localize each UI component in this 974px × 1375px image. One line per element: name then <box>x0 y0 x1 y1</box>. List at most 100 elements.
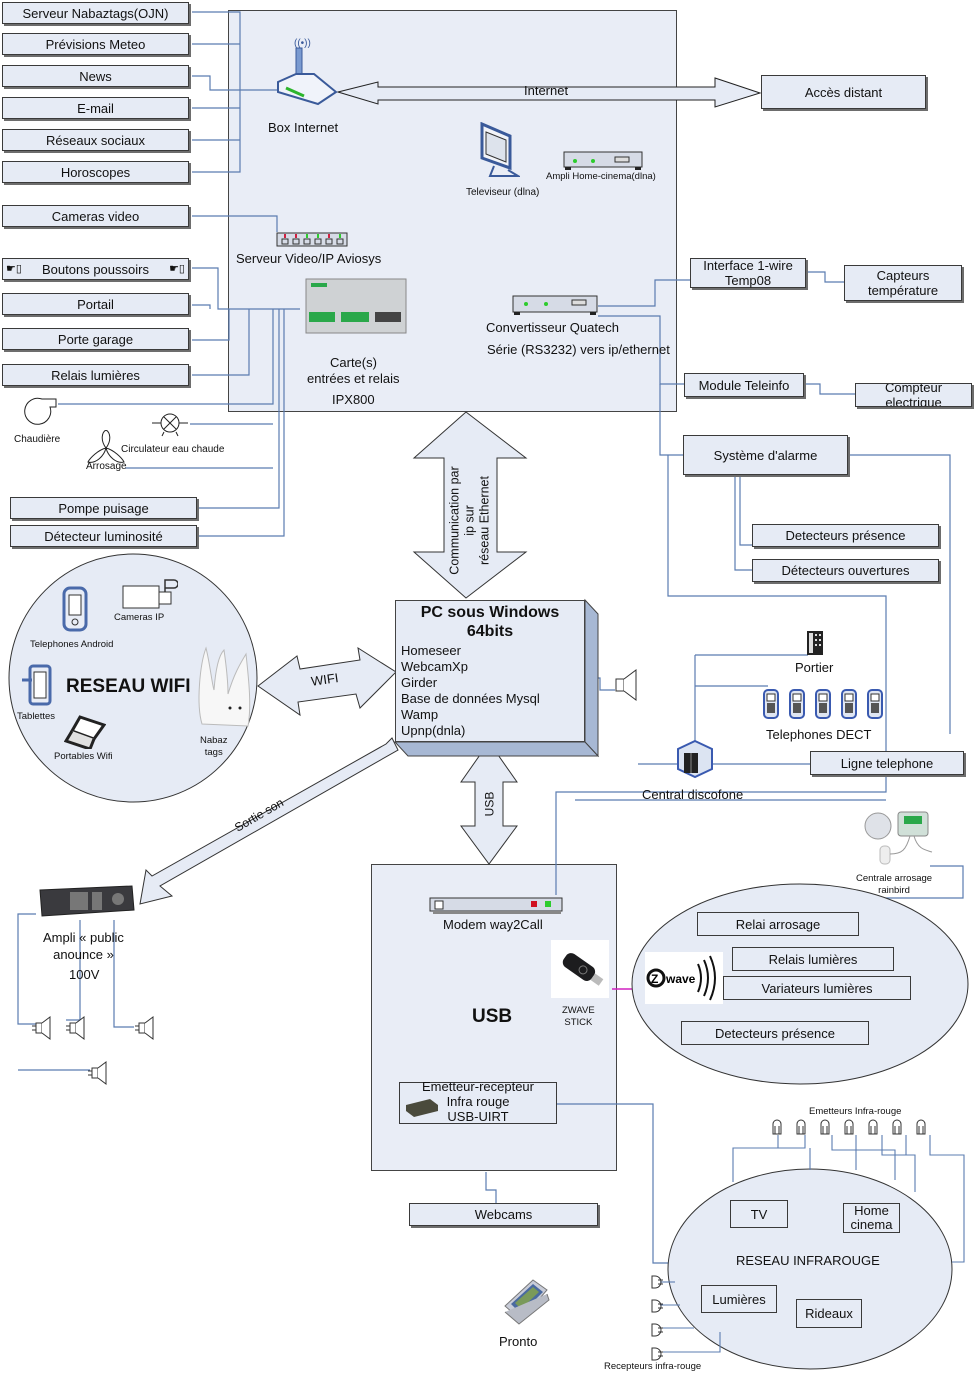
ip-camera-icon <box>122 579 178 609</box>
ir-led-icon <box>844 1119 854 1135</box>
speaker-icon <box>66 1016 85 1040</box>
rainbird-label: Centrale arrosage rainbird <box>856 873 932 897</box>
tv-icon <box>480 122 520 177</box>
zwave-item-relais-lumieres[interactable]: Relais lumières <box>732 947 894 971</box>
software-item: Girder <box>401 675 438 690</box>
ethernet-line1: Communication par ip sur <box>447 466 477 575</box>
software-item: Homeseer <box>401 643 461 658</box>
boiler-icon <box>24 397 57 425</box>
zwave-item-variateurs[interactable]: Variateurs lumières <box>723 976 911 1000</box>
ir-led-icon <box>796 1119 806 1135</box>
ampli-line2: anounce » <box>53 947 114 962</box>
speaker-icon <box>88 1061 107 1085</box>
pbx-cube-icon <box>677 739 713 779</box>
dect-phones <box>762 686 884 720</box>
input-box-pompe[interactable]: Pompe puisage <box>10 497 197 519</box>
input-box-portail[interactable]: Portail <box>2 293 189 315</box>
input-box-garage[interactable]: Porte garage <box>2 328 189 350</box>
svg-text:((•)): ((•)) <box>294 38 311 49</box>
internet-label: Internet <box>524 83 569 98</box>
zwave-item-detecteurs[interactable]: Detecteurs présence <box>681 1021 869 1045</box>
ir-receiver-icon <box>651 1299 663 1313</box>
capteurs-temperature-box[interactable]: Capteurs température <box>844 265 962 301</box>
compteur-electrique-box[interactable]: Compteur electrique <box>855 383 972 407</box>
carte-label-1: Carte(s) <box>330 355 377 370</box>
service-box-social[interactable]: Réseaux sociaux <box>2 129 189 151</box>
ir-device-lumieres[interactable]: Lumières <box>701 1285 777 1313</box>
service-box-email[interactable]: E-mail <box>2 97 189 119</box>
circulateur-label: Circulateur eau chaude <box>121 444 225 455</box>
uirt-line1: Emetteur-recepteur <box>422 1078 534 1094</box>
pc-windows-box[interactable]: PC sous Windows 64bits Homeseer WebcamXp… <box>395 600 585 742</box>
uirt-line3: USB-UIRT <box>447 1108 509 1124</box>
dect-phone-icon <box>815 689 831 719</box>
televiseur-label: Televiseur (dlna) <box>466 187 540 198</box>
ir-device-home-cinema[interactable]: Home cinema <box>843 1203 900 1233</box>
sprinkler-icon <box>87 430 125 463</box>
ethernet-arrow-label: Communication par ip sur réseau Ethernet <box>448 461 493 581</box>
interface-1wire-line1: Interface 1-wire <box>703 258 793 273</box>
dect-phone-icon <box>789 689 805 719</box>
software-item: Base de données Mysql <box>401 691 540 706</box>
emetteurs-ir-label: Emetteurs Infra-rouge <box>809 1106 902 1117</box>
alarme-box[interactable]: Système d'alarme <box>683 435 848 475</box>
central-discofone-label: Central discofone <box>642 787 744 802</box>
push-button-icon: ☛▯ <box>6 262 22 275</box>
dect-phone-icon <box>763 689 779 719</box>
service-box-news[interactable]: News <box>2 65 189 87</box>
router-icon: ((•)) <box>277 38 338 106</box>
nabaztag-icon <box>198 646 251 727</box>
svg-text:Z: Z <box>651 972 658 986</box>
carte-label-3: IPX800 <box>332 392 375 407</box>
box-internet-label: Box Internet <box>268 120 339 135</box>
cameras-ip-label: Cameras IP <box>114 612 165 623</box>
pronto-label: Pronto <box>499 1334 538 1349</box>
pc-software-list: Homeseer WebcamXp Girder Base de données… <box>396 643 584 739</box>
door-phone-icon <box>807 631 823 655</box>
input-box-cameras[interactable]: Cameras video <box>2 205 189 227</box>
interface-1wire-box[interactable]: Interface 1-wire Temp08 <box>690 258 806 288</box>
nabaz-line2: tags <box>204 747 223 758</box>
detecteurs-presence-alarm-box[interactable]: Detecteurs présence <box>752 524 939 547</box>
tablet-icon <box>22 664 52 706</box>
dect-phone-icon <box>841 689 857 719</box>
teleinfo-box[interactable]: Module Teleinfo <box>684 373 804 397</box>
pc-title: PC sous Windows 64bits <box>396 603 584 641</box>
ir-network-title: RESEAU INFRAROUGE <box>736 1253 880 1268</box>
ampli-voltage-label: 100V <box>69 967 100 982</box>
ir-led-icon <box>772 1119 782 1135</box>
pc-box-3d <box>393 598 600 758</box>
input-box-boutons[interactable]: ☛▯ Boutons poussoirs ☛▯ <box>2 258 189 280</box>
input-box-relais[interactable]: Relais lumières <box>2 364 189 386</box>
software-item: Wamp <box>401 707 439 722</box>
svg-text:wave: wave <box>665 972 696 986</box>
pc-title-line2: 64bits <box>466 623 514 640</box>
service-box-meteo[interactable]: Prévisions Meteo <box>2 33 189 55</box>
boutons-label: Boutons poussoirs <box>42 261 149 277</box>
input-box-luminosite[interactable]: Détecteur luminosité <box>10 525 197 547</box>
zwave-item-relai-arrosage[interactable]: Relai arrosage <box>697 912 859 936</box>
ir-device-tv[interactable]: TV <box>730 1200 788 1228</box>
ampli-hc-label: Ampli Home-cinema(dlna) <box>546 171 656 182</box>
zwave-stick-label: ZWAVE STICK <box>562 1005 595 1029</box>
laptop-icon <box>64 715 106 749</box>
ir-receiver-icon <box>651 1347 663 1361</box>
usb-uirt-box[interactable]: Emetteur-recepteur Infra rouge USB-UIRT <box>399 1078 557 1124</box>
ir-led-icon <box>820 1119 830 1135</box>
acces-distant-box[interactable]: Accès distant <box>761 75 926 109</box>
webcams-box[interactable]: Webcams <box>409 1203 598 1226</box>
detecteurs-ouvertures-box[interactable]: Détecteurs ouvertures <box>752 559 939 582</box>
ir-transceiver-icon <box>406 1099 438 1117</box>
zwave-stick-line2: STICK <box>564 1017 593 1028</box>
service-box-horoscopes[interactable]: Horoscopes <box>2 161 189 183</box>
pa-amplifier-icon <box>39 885 135 917</box>
convertisseur-label: Convertisseur Quatech <box>486 320 619 335</box>
ligne-telephone-box[interactable]: Ligne telephone <box>810 751 964 775</box>
capteurs-line1: Capteurs <box>876 268 930 283</box>
tablettes-label: Tablettes <box>17 711 56 722</box>
service-box-nabaztags[interactable]: Serveur Nabaztags(OJN) <box>2 2 189 24</box>
ipx800-board-icon <box>305 278 407 334</box>
ir-device-rideaux[interactable]: Rideaux <box>796 1299 862 1328</box>
